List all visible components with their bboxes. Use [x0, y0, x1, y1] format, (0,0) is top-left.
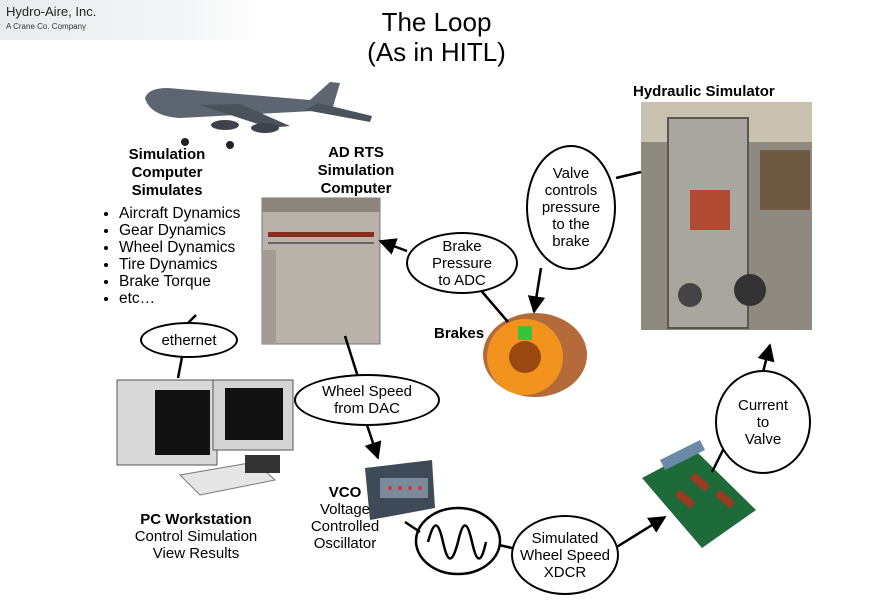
airplane-icon: [145, 82, 372, 149]
bubble-line: pressure: [541, 199, 601, 216]
bubble-line: Wheel Speed: [321, 383, 413, 400]
valve-controls-bubble: Valve controls pressure to the brake: [526, 145, 616, 270]
brake-pressure-bubble: Brake Pressure to ADC: [406, 232, 518, 294]
pc-workstation-line2: View Results: [152, 545, 240, 562]
vco-line3: Oscillator: [313, 535, 377, 552]
bubble-line: Valve: [744, 430, 782, 448]
simulation-label-line3: Simulates: [131, 182, 203, 199]
bubble-line: Current: [737, 396, 789, 414]
adrts-label-line3: Computer: [320, 180, 392, 197]
list-item: etc…: [119, 290, 240, 307]
company-subtitle: A Crane Co. Company: [6, 22, 87, 31]
simulation-computer-label: Simulation Computer Simulates: [112, 146, 222, 200]
sine-wave-icon: [414, 506, 502, 576]
list-item: Brake Torque: [119, 273, 240, 290]
brakes-icon: [483, 313, 587, 397]
bubble-line: from DAC: [334, 400, 400, 417]
company-logo: Hydro-Aire, Inc. A Crane Co. Company: [0, 0, 262, 40]
vco-line2: Controlled: [310, 518, 380, 535]
bubble-line: Simulated: [531, 529, 599, 547]
adrts-label-line1: AD RTS: [328, 144, 384, 161]
current-to-valve-bubble: Current to Valve: [715, 370, 811, 474]
circuit-board-icon: [642, 440, 756, 548]
simulated-wheel-speed-bubble: Simulated Wheel Speed XDCR: [511, 515, 619, 595]
list-item: Wheel Dynamics: [119, 239, 240, 256]
bubble-line: to the: [552, 216, 590, 233]
bubble-line: Valve: [552, 165, 590, 182]
list-item: Gear Dynamics: [119, 222, 240, 239]
bubble-line: Brake: [442, 237, 482, 255]
adrts-computer-icon: [261, 197, 381, 345]
hydraulic-simulator-photo: [641, 102, 812, 330]
bubble-line: controls: [544, 182, 598, 199]
slide-subtitle: (As in HITL): [367, 37, 506, 67]
bubble-line: to: [756, 413, 770, 431]
simulation-label-line2: Computer: [131, 164, 203, 181]
wheel-speed-dac-bubble: Wheel Speed from DAC: [294, 374, 440, 426]
pc-workstation-line1: Control Simulation: [134, 528, 258, 545]
adrts-label: AD RTS Simulation Computer: [296, 144, 416, 198]
hydraulic-simulator-label: Hydraulic Simulator: [633, 83, 775, 100]
bubble-line: Wheel Speed: [519, 546, 611, 564]
simulation-label-line1: Simulation: [128, 146, 206, 163]
adrts-label-line2: Simulation: [317, 162, 395, 179]
simulates-list: Aircraft Dynamics Gear Dynamics Wheel Dy…: [103, 205, 240, 307]
vco-line1: Voltage: [319, 501, 371, 518]
list-item: Tire Dynamics: [119, 256, 240, 273]
vco-label: VCO Voltage Controlled Oscillator: [300, 484, 390, 552]
bubble-line: Pressure: [431, 254, 493, 272]
bubble-line: brake: [552, 233, 590, 250]
list-item: Aircraft Dynamics: [119, 205, 240, 222]
pc-workstation-title: PC Workstation: [140, 511, 252, 528]
bubble-line: ethernet: [161, 331, 217, 349]
company-name: Hydro-Aire, Inc.: [6, 4, 97, 19]
pc-workstation-icon: [116, 379, 294, 496]
slide-title: The Loop: [381, 7, 492, 37]
bubble-line: to ADC: [438, 271, 486, 289]
bubble-line: XDCR: [543, 563, 587, 581]
pc-workstation-label: PC Workstation Control Simulation View R…: [114, 511, 278, 562]
ethernet-bubble: ethernet: [140, 322, 238, 358]
vco-box-icon: [365, 460, 435, 520]
brakes-label: Brakes: [434, 325, 485, 342]
vco-title: VCO: [328, 484, 362, 501]
